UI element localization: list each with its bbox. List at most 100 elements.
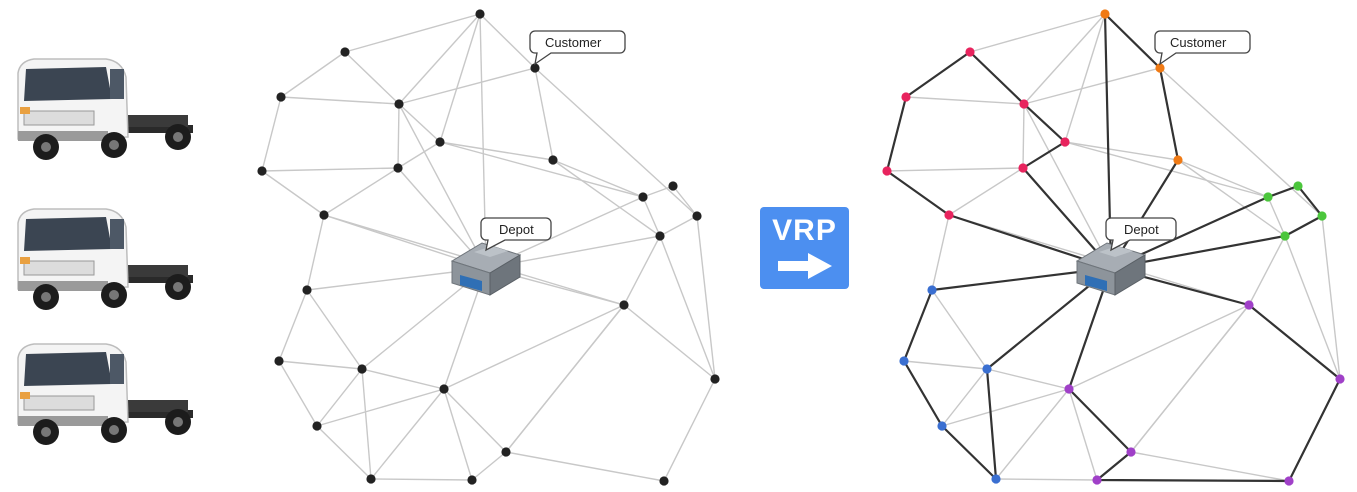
customer-node: [901, 92, 911, 102]
truck-icon: [17, 208, 193, 310]
customer-node: [882, 166, 892, 176]
customer-node: [944, 210, 954, 220]
graph-edge: [306, 214, 325, 291]
graph-edge: [323, 167, 399, 216]
customer-node: [1173, 155, 1183, 165]
customer-node: [668, 181, 678, 191]
graph-edge: [316, 425, 372, 480]
graph-edge: [696, 215, 716, 380]
warehouse-icon: [450, 242, 522, 296]
customer-node: [530, 63, 540, 73]
graph-edge: [344, 13, 481, 53]
graph-edge: [1284, 235, 1341, 380]
graph-edge: [995, 388, 1070, 480]
customer-node: [257, 166, 267, 176]
customer-callout: Customer: [1154, 30, 1251, 66]
graph-edge: [443, 388, 473, 481]
customer-node: [302, 285, 312, 295]
svg-text:Depot: Depot: [499, 222, 534, 237]
graph-edge: [552, 159, 644, 198]
customer-node: [1244, 300, 1254, 310]
graph-edge: [439, 13, 481, 143]
customer-node: [659, 476, 669, 486]
graph-edge: [370, 478, 473, 481]
graph-edge: [278, 360, 363, 370]
graph-edge: [995, 478, 1098, 481]
customer-node: [982, 364, 992, 374]
customer-node: [710, 374, 720, 384]
graph-edge: [969, 13, 1106, 53]
graph-edge: [471, 451, 507, 481]
truck-icon: [17, 343, 193, 445]
graph-edge: [642, 185, 674, 198]
graph-edge: [505, 451, 665, 482]
customer-node: [1335, 374, 1345, 384]
graph-edge: [1064, 13, 1106, 143]
customer-node: [899, 356, 909, 366]
customer-node: [619, 300, 629, 310]
graph-edge: [306, 289, 363, 370]
right-arrow-icon: [777, 253, 832, 279]
customer-node: [991, 474, 1001, 484]
truck-fleet: [17, 58, 193, 445]
customer-node: [1060, 137, 1070, 147]
customer-node: [1293, 181, 1303, 191]
customer-node: [340, 47, 350, 57]
graph-edge: [659, 235, 716, 380]
graph-edge: [1159, 67, 1323, 217]
customer-node: [312, 421, 322, 431]
customer-node: [1284, 476, 1294, 486]
customer-node: [692, 211, 702, 221]
svg-text:Customer: Customer: [1170, 35, 1227, 50]
route-path-3: [1110, 184, 1324, 270]
graph-edge: [623, 235, 661, 306]
route-path-1: [885, 50, 1112, 270]
graph-edge: [361, 368, 445, 390]
graph-edge: [931, 214, 950, 291]
graph-edge: [443, 304, 625, 390]
graph-edge: [663, 378, 716, 482]
graph-edge: [398, 13, 481, 105]
graph-edge: [941, 388, 1070, 427]
customer-node: [1092, 475, 1102, 485]
customer-node: [1064, 384, 1074, 394]
graph-edge: [505, 304, 625, 453]
customer-node: [927, 285, 937, 295]
graph-edge: [886, 167, 1024, 172]
customer-node: [467, 475, 477, 485]
customer-node: [357, 364, 367, 374]
depot-edge: [1023, 103, 1112, 269]
customer-node: [475, 9, 485, 19]
graph-edge: [397, 141, 441, 169]
customer-node: [501, 447, 511, 457]
graph-edge: [398, 67, 536, 105]
graph-edge: [316, 388, 445, 427]
graph-edge: [642, 196, 661, 237]
graph-edge: [439, 141, 644, 198]
graph-edge: [931, 289, 988, 370]
vrp-arrow-button: VRP: [760, 207, 849, 289]
customer-node: [1126, 447, 1136, 457]
customer-node: [366, 474, 376, 484]
graph-edge: [398, 103, 441, 143]
graph-edge: [1267, 196, 1286, 237]
graph-edge: [1023, 13, 1106, 105]
customer-node: [393, 163, 403, 173]
graph-edge: [280, 96, 400, 105]
graph-edge: [1023, 67, 1161, 105]
customer-node: [937, 421, 947, 431]
graph-edge: [1177, 159, 1269, 198]
svg-text:Customer: Customer: [545, 35, 602, 50]
graph-edge: [261, 96, 282, 172]
customer-node: [276, 92, 286, 102]
graph-edge: [903, 360, 988, 370]
customer-node: [655, 231, 665, 241]
graph-edge: [1130, 451, 1290, 482]
graph-edge: [316, 368, 363, 427]
graph-edge: [479, 13, 536, 69]
graph-edge: [397, 103, 400, 169]
graph-edge: [948, 167, 1024, 216]
depot-callout: Depot: [1105, 217, 1177, 252]
graph-edge: [278, 289, 308, 362]
